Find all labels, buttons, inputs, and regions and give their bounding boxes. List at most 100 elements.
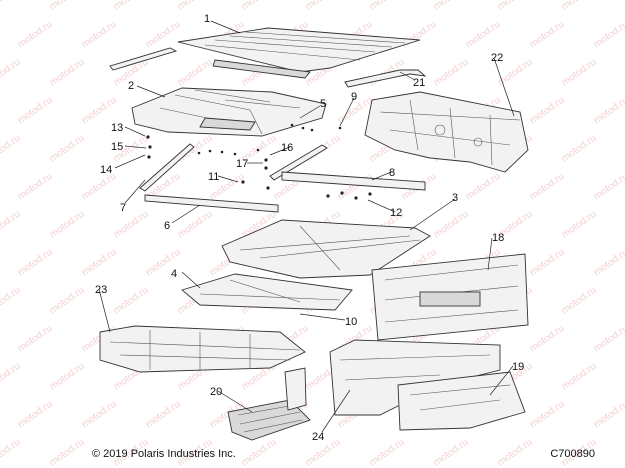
callout-5: 5	[320, 98, 326, 110]
watermark-text: motod.ru	[592, 19, 625, 51]
watermark-text: motod.ru	[496, 0, 535, 12]
watermark-text: motod.ru	[560, 209, 599, 241]
part-floor-pan	[221, 219, 431, 279]
watermark-text: motod.ru	[112, 285, 151, 317]
watermark-text: motod.ru	[496, 437, 535, 468]
callout-2: 2	[128, 80, 134, 92]
watermark-text: motod.ru	[112, 0, 151, 12]
watermark-text: motod.ru	[592, 323, 625, 355]
watermark-text: motod.ru	[16, 171, 55, 203]
watermark-text: motod.ru	[176, 209, 215, 241]
watermark-text: motod.ru	[240, 0, 279, 12]
watermark-text: motod.ru	[16, 399, 55, 431]
part-roof-rail-right	[344, 69, 427, 88]
watermark-text: motod.ru	[0, 57, 22, 89]
watermark-text: motod.ru	[144, 19, 183, 51]
watermark-text: motod.ru	[400, 19, 439, 51]
watermark-text: motod.ru	[16, 95, 55, 127]
part-frame	[99, 325, 306, 373]
callout-11: 11	[208, 171, 219, 183]
callout-18: 18	[492, 232, 504, 244]
watermark-text: motod.ru	[368, 0, 407, 12]
part-trim-strip-6	[144, 194, 279, 213]
callout-13: 13	[111, 122, 123, 134]
watermark-text: motod.ru	[0, 437, 22, 468]
callout-16: 16	[281, 142, 293, 154]
watermark-text: motod.ru	[560, 57, 599, 89]
watermark-text: motod.ru	[528, 399, 567, 431]
watermark-text: motod.ru	[48, 57, 87, 89]
watermark-text: motod.ru	[368, 437, 407, 468]
watermark-text: motod.ru	[0, 209, 22, 241]
watermark-text: motod.ru	[464, 19, 503, 51]
watermark-text: motod.ru	[80, 247, 119, 279]
watermark-text: motod.ru	[432, 209, 471, 241]
watermark-text: motod.ru	[432, 437, 471, 468]
callout-15: 15	[111, 141, 123, 153]
watermark-text: motod.ru	[176, 133, 215, 165]
watermark-text: motod.ru	[0, 361, 22, 393]
watermark-text: motod.ru	[16, 19, 55, 51]
watermark-text: motod.ru	[464, 171, 503, 203]
watermark-text: motod.ru	[48, 437, 87, 468]
watermark-text: motod.ru	[592, 95, 625, 127]
watermark-text: motod.ru	[48, 285, 87, 317]
callout-23: 23	[95, 284, 107, 296]
watermark-text: motod.ru	[560, 361, 599, 393]
watermark-text: motod.ru	[560, 0, 599, 12]
callout-8: 8	[389, 167, 395, 179]
callout-19: 19	[512, 361, 524, 373]
callout-3: 3	[452, 192, 458, 204]
watermark-text: motod.ru	[112, 209, 151, 241]
watermark-text: motod.ru	[560, 285, 599, 317]
part-headliner	[131, 87, 327, 137]
callout-24: 24	[312, 431, 324, 443]
watermark-text: motod.ru	[176, 0, 215, 12]
watermark-text: motod.ru	[48, 209, 87, 241]
watermark-text: motod.ru	[432, 0, 471, 12]
watermark-text: motod.ru	[0, 0, 22, 12]
callout-12: 12	[390, 207, 402, 219]
watermark-text: motod.ru	[528, 19, 567, 51]
callout-9: 9	[351, 91, 357, 103]
watermark-text: motod.ru	[592, 247, 625, 279]
watermark-text: motod.ru	[0, 285, 22, 317]
part-rear-panel	[371, 253, 529, 341]
watermark-text: motod.ru	[176, 57, 215, 89]
callout-14: 14	[100, 164, 112, 176]
part-trim-strip-16	[269, 144, 328, 181]
watermark-text: motod.ru	[48, 0, 87, 12]
watermark-text: motod.ru	[144, 399, 183, 431]
callout-10: 10	[345, 316, 357, 328]
part-lower-floor	[181, 273, 353, 311]
watermark-text: motod.ru	[560, 133, 599, 165]
watermark-text: motod.ru	[48, 361, 87, 393]
leader-lines	[98, 20, 515, 433]
part-trim-strip-7	[139, 143, 195, 192]
part-bracket-8	[281, 171, 426, 191]
watermark-text: motod.ru	[240, 437, 279, 468]
watermark-text: motod.ru	[48, 133, 87, 165]
fasteners	[146, 123, 372, 200]
watermark-text: motod.ru	[80, 19, 119, 51]
watermark-text: motod.ru	[16, 323, 55, 355]
callout-labels: 1 2 3 4 5 6 7 8 9 10 11 12 13 14 15 16 1…	[95, 13, 524, 443]
watermark-text: motod.ru	[528, 323, 567, 355]
callout-6: 6	[164, 220, 170, 232]
watermark-text: motod.ru	[80, 399, 119, 431]
callout-1: 1	[204, 13, 210, 25]
callout-17: 17	[236, 158, 248, 170]
part-roof-rail-left	[109, 47, 178, 71]
watermark-text: motod.ru	[304, 0, 343, 12]
callout-22: 22	[491, 52, 503, 64]
callout-20: 20	[210, 386, 222, 398]
part-lower-rear-panel	[397, 371, 526, 431]
watermark-text: motod.ru	[592, 171, 625, 203]
watermark-text: motod.ru	[0, 133, 22, 165]
part-dash-assembly	[364, 91, 529, 173]
diagram-code: C700890	[550, 448, 595, 460]
watermark-text: motod.ru	[592, 399, 625, 431]
part-roof-panel	[177, 27, 421, 79]
